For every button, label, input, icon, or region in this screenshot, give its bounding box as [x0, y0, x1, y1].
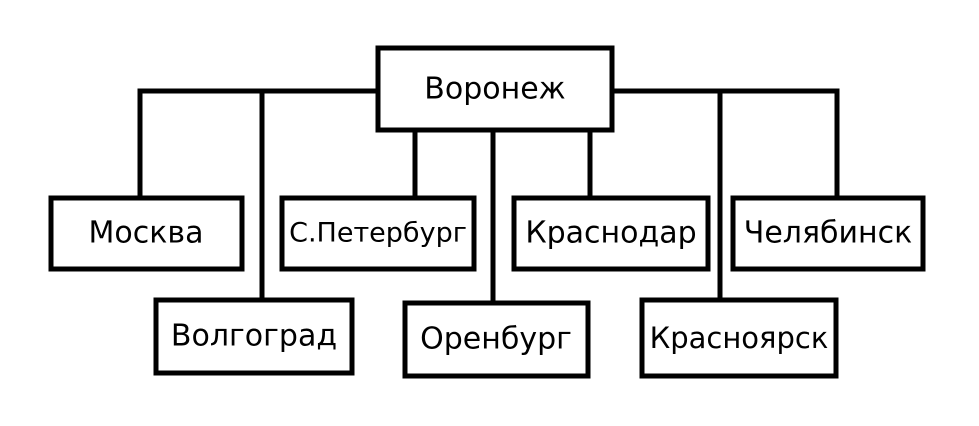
- node-chelyabinsk: Челябинск: [730, 195, 926, 272]
- node-krasnoyarsk: Красноярск: [639, 297, 839, 379]
- node-orenburg-label: Оренбург: [420, 322, 572, 357]
- connectors: [137, 88, 840, 306]
- node-moskva: Москва: [48, 195, 245, 272]
- node-orenburg: Оренбург: [402, 300, 591, 379]
- node-chelyabinsk-label: Челябинск: [744, 216, 912, 251]
- node-volgograd-label: Волгоград: [171, 319, 337, 354]
- node-volgograd: Волгоград: [153, 297, 355, 376]
- node-spb-label: С.Петербург: [289, 218, 467, 249]
- node-root: Воронеж: [375, 45, 615, 133]
- node-krasnoyarsk-label: Красноярск: [650, 321, 829, 355]
- node-moskva-label: Москва: [89, 216, 204, 251]
- connector-moskva: [137, 88, 381, 201]
- node-krasnodar: Краснодар: [511, 195, 711, 272]
- connector-chelyabinsk: [609, 88, 840, 201]
- node-spb: С.Петербург: [279, 195, 477, 272]
- node-root-label: Воронеж: [424, 72, 565, 107]
- node-krasnodar-label: Краснодар: [525, 216, 696, 251]
